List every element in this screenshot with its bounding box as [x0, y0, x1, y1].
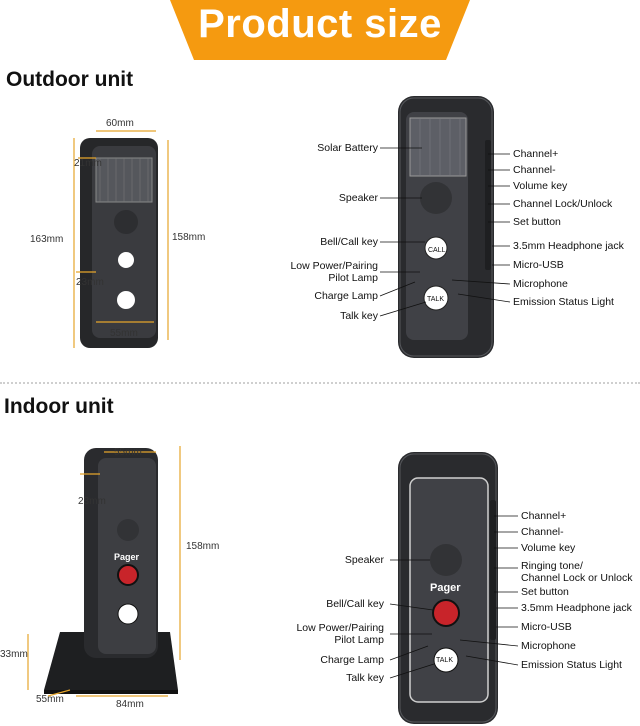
outdoor-unit-title: Outdoor unit	[6, 68, 134, 91]
indoor-label-channel-minus: Channel-	[521, 526, 564, 538]
indoor-label-talk-key: Talk key	[346, 672, 384, 684]
indoor-label-low-power-pairing: Low Power/Pairing	[296, 622, 384, 634]
indoor-label-channel-lock: Channel Lock or Unlock	[521, 572, 633, 584]
banner-title: Product size	[198, 2, 442, 46]
label-channel-minus: Channel-	[513, 164, 556, 176]
indoor-pager-text: Pager	[430, 582, 461, 594]
label-speaker: Speaker	[338, 192, 378, 204]
indoor-unit-title: Indoor unit	[4, 395, 114, 418]
indoor-top-width-dim: 55mm	[114, 447, 142, 458]
indoor-label-ringing-tone: Ringing tone/	[521, 560, 583, 572]
label-emission-status-light: Emission Status Light	[513, 296, 614, 308]
indoor-label-micro-usb: Micro-USB	[521, 621, 572, 633]
indoor-small-pager-text: Pager	[114, 552, 140, 562]
outdoor-width-dim: 60mm	[106, 118, 134, 129]
indoor-label-volume-key: Volume key	[521, 542, 576, 554]
indoor-height-dim: 158mm	[186, 541, 220, 552]
label-low-power-pairing: Low Power/Pairing	[290, 260, 378, 272]
indoor-base-depth-dim: 55mm	[36, 694, 64, 705]
label-channel-lock: Channel Lock/Unlock	[513, 198, 613, 210]
indoor-label-emission-status-light: Emission Status Light	[521, 659, 622, 671]
label-microphone: Microphone	[513, 278, 568, 290]
title-banner: Product size	[170, 0, 470, 60]
indoor-label-pilot-lamp: Pilot Lamp	[334, 634, 384, 646]
indoor-label-set-button: Set button	[521, 586, 569, 598]
label-headphone-jack: 3.5mm Headphone jack	[513, 240, 624, 252]
label-solar-battery: Solar Battery	[317, 142, 378, 154]
label-set-button: Set button	[513, 216, 561, 228]
label-pilot-lamp: Pilot Lamp	[328, 272, 378, 284]
indoor-base-width-dim: 84mm	[116, 699, 144, 710]
outdoor-inner-height-dim: 158mm	[172, 232, 206, 243]
section-divider	[0, 382, 640, 384]
indoor-label-headphone-jack: 3.5mm Headphone jack	[521, 602, 632, 614]
outdoor-side-offset-dim: 23mm	[76, 277, 104, 288]
indoor-label-channel-plus: Channel+	[521, 510, 567, 522]
indoor-label-bell-call-key: Bell/Call key	[326, 598, 384, 610]
outdoor-top-offset-dim: 21mm	[74, 158, 102, 169]
indoor-label-microphone: Microphone	[521, 640, 576, 652]
label-micro-usb: Micro-USB	[513, 259, 564, 271]
label-talk-key: Talk key	[340, 310, 378, 322]
label-channel-plus: Channel+	[513, 148, 559, 160]
indoor-base-height-dim: 33mm	[0, 649, 28, 660]
indoor-top-offset-dim: 23mm	[78, 496, 106, 507]
outdoor-outer-height-dim: 163mm	[30, 234, 64, 245]
indoor-label-charge-lamp: Charge Lamp	[320, 654, 384, 666]
indoor-talk-text: TALK	[436, 657, 453, 664]
label-volume-key: Volume key	[513, 180, 568, 192]
outdoor-bottom-width-dim: 55mm	[110, 328, 138, 339]
outdoor-talk-text: TALK	[427, 296, 444, 303]
label-charge-lamp: Charge Lamp	[314, 290, 378, 302]
outdoor-call-text: CALL	[428, 247, 446, 254]
indoor-label-speaker: Speaker	[344, 554, 384, 566]
label-bell-call-key: Bell/Call key	[320, 236, 378, 248]
